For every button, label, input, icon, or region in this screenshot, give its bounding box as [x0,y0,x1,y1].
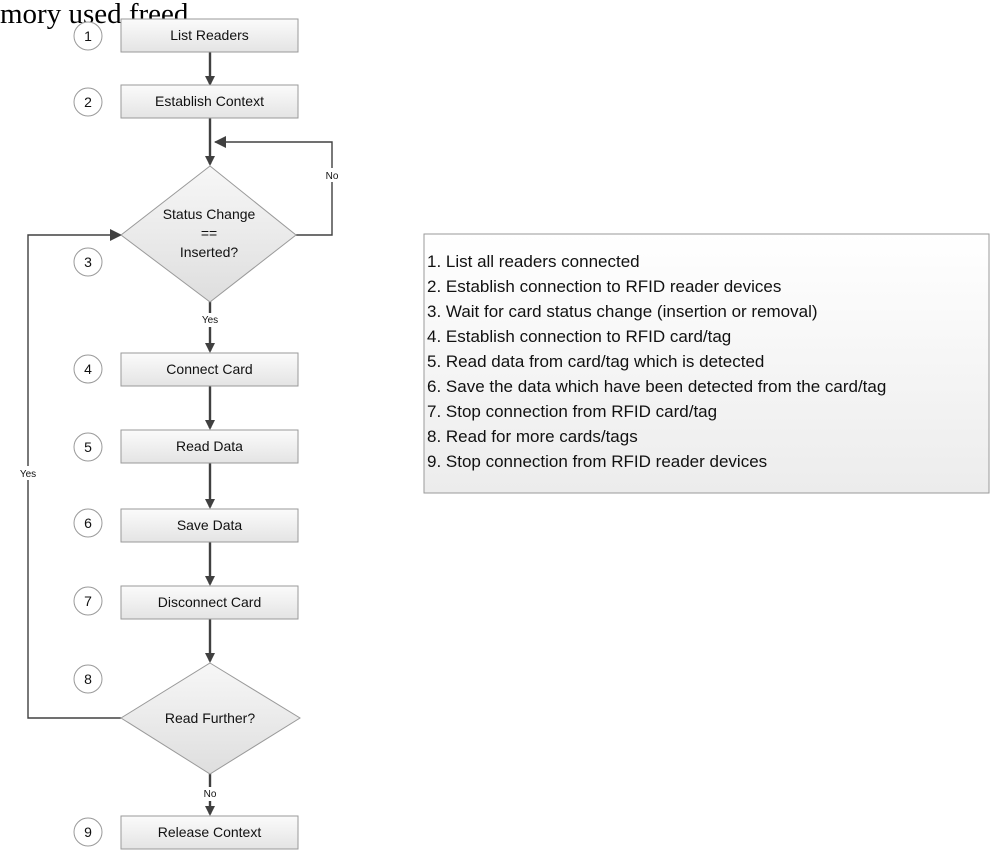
legend-item-1: 1. List all readers connected [427,252,640,271]
node-label: Establish Context [155,93,264,109]
decision-label-line-2: == [201,225,217,241]
legend-box: 1. List all readers connected 2. Establi… [423,233,990,494]
step-number-8: 8 [73,664,103,694]
further-yes-label: Yes [20,469,36,480]
node-save-data: Save Data [120,508,299,543]
edge-labels: No Yes Yes No [16,168,343,801]
node-label: Save Data [177,517,243,533]
step-number-text: 6 [84,515,92,531]
legend-item-7: 7. Stop connection from RFID card/tag [427,402,717,421]
legend-item-8: 8. Read for more cards/tags [427,427,638,446]
node-list-readers: List Readers [120,18,299,53]
step-number-5: 5 [73,432,103,462]
step-number-text: 1 [84,28,92,44]
step-numbers: 1 2 3 4 5 6 7 8 9 [73,21,103,847]
edge-further-yes-loop [27,229,122,719]
step-number-text: 2 [84,94,92,110]
decision-label-line-1: Status Change [163,206,256,222]
node-label: List Readers [170,27,249,43]
node-read-further-decision: Read Further? [120,662,301,775]
legend-item-3: 3. Wait for card status change (insertio… [427,302,818,321]
legend-item-5: 5. Read data from card/tag which is dete… [427,352,764,371]
step-number-4: 4 [73,354,103,384]
node-label: Read Data [176,438,243,454]
decision-label: Read Further? [165,710,255,726]
node-label: Connect Card [166,361,252,377]
step-number-2: 2 [73,87,103,117]
step-number-text: 5 [84,439,92,455]
decision-label-line-3: Inserted? [180,244,239,260]
node-release-context: Release Context [120,815,299,850]
edge-status-no-loop [214,136,333,236]
step-number-text: 9 [84,824,92,840]
step-number-text: 3 [84,254,92,270]
step-number-7: 7 [73,586,103,616]
legend-item-9: 9. Stop connection from RFID reader devi… [427,452,767,471]
status-yes-label: Yes [202,315,218,326]
node-read-data: Read Data [120,429,299,464]
step-number-text: 7 [84,593,92,609]
legend-item-2: 2. Establish connection to RFID reader d… [427,277,781,296]
legend-item-4: 4. Establish connection to RFID card/tag [427,327,731,346]
node-establish-context: Establish Context [120,84,299,119]
step-number-text: 4 [84,361,92,377]
step-number-9: 9 [73,817,103,847]
node-label: Disconnect Card [158,594,262,610]
step-number-6: 6 [73,508,103,538]
step-number-text: 8 [84,671,92,687]
status-no-label: No [326,171,339,182]
step-number-3: 3 [73,247,103,277]
further-no-label: No [204,789,217,800]
node-connect-card: Connect Card [120,352,299,387]
node-disconnect-card: Disconnect Card [120,585,299,620]
node-label: Release Context [158,824,262,840]
legend-item-6: 6. Save the data which have been detecte… [427,377,886,396]
node-status-change-decision: Status Change == Inserted? [120,165,297,303]
step-number-1: 1 [73,21,103,51]
